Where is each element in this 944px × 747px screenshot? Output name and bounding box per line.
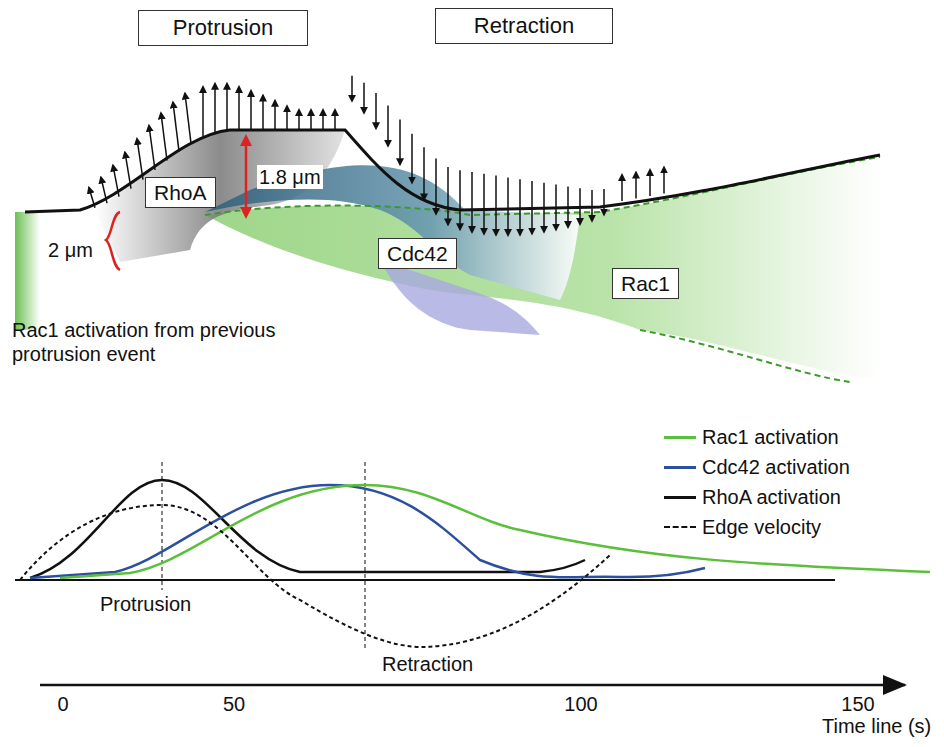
- velocity-arrow: [663, 167, 665, 193]
- velocity-arrow: [202, 87, 204, 137]
- velocity-arrow: [89, 188, 95, 208]
- note-label: Retraction: [382, 652, 473, 676]
- box-text: Rac1: [621, 271, 670, 296]
- velocity-arrow: [113, 166, 119, 197]
- tick-label: 100: [564, 692, 597, 716]
- dimension-label: 2 μm: [46, 238, 95, 262]
- velocity-arrow: [310, 110, 312, 130]
- velocity-arrow: [399, 120, 401, 165]
- velocity-arrow: [262, 96, 264, 130]
- velocity-arrow: [507, 177, 509, 235]
- velocity-arrow: [250, 91, 252, 130]
- velocity-arrow: [423, 147, 425, 199]
- velocity-arrow: [495, 176, 497, 235]
- velocity-arrow: [387, 106, 389, 146]
- box-text: RhoA: [154, 180, 207, 205]
- gtpase-box: RhoA: [145, 177, 216, 208]
- velocity-arrow: [351, 76, 353, 101]
- velocity-arrow: [375, 93, 377, 128]
- box-text: Protrusion: [151, 15, 295, 41]
- note-label: Rac1 activation from previous protrusion…: [12, 318, 342, 366]
- tick-label: 0: [57, 692, 68, 716]
- tick-label: 150: [841, 692, 874, 716]
- velocity-arrow: [483, 174, 485, 234]
- velocity-arrow: [447, 167, 449, 225]
- legend-line: [664, 466, 696, 469]
- legend-line: [664, 526, 696, 528]
- dimension-label: 1.8 μm: [257, 165, 323, 189]
- gtpase-box: Cdc42: [378, 238, 457, 269]
- velocity-arrow: [531, 181, 533, 234]
- velocity-arrow: [125, 152, 131, 188]
- velocity-arrow: [274, 101, 276, 130]
- velocity-arrow: [173, 102, 179, 151]
- velocity-arrow: [161, 113, 167, 160]
- legend-text: Edge velocity: [702, 515, 821, 539]
- velocity-arrow: [137, 139, 143, 180]
- velocity-arrow: [579, 188, 581, 224]
- velocity-arrow: [519, 179, 521, 234]
- velocity-arrow: [286, 106, 288, 130]
- velocity-arrow: [543, 183, 545, 232]
- note-label: Time line (s): [822, 714, 931, 738]
- note-label: Protrusion: [100, 592, 191, 616]
- velocity-arrow: [322, 110, 324, 130]
- velocity-arrow: [101, 178, 107, 204]
- velocity-arrow: [621, 175, 623, 201]
- box-text: Cdc42: [387, 241, 448, 266]
- velocity-arrow: [363, 83, 365, 113]
- velocity-arrow: [149, 126, 155, 170]
- phase-box: Protrusion: [138, 10, 308, 46]
- velocity-arrow: [435, 159, 437, 214]
- velocity-arrow: [411, 134, 413, 183]
- phase-box: Retraction: [435, 8, 613, 44]
- legend-text: Cdc42 activation: [702, 455, 850, 479]
- tick-label: 50: [223, 692, 245, 716]
- legend-text: Rac1 activation: [702, 425, 839, 449]
- velocity-arrow: [603, 189, 605, 214]
- velocity-arrow: [226, 84, 228, 130]
- legend-line: [664, 436, 696, 439]
- velocity-arrow: [635, 173, 637, 199]
- legend-text: RhoA activation: [702, 485, 841, 509]
- legend-line: [664, 496, 696, 499]
- velocity-arrow: [334, 110, 336, 130]
- gtpase-box: Rac1: [612, 268, 679, 299]
- velocity-arrow: [649, 170, 651, 196]
- velocity-arrow: [238, 87, 240, 130]
- velocity-arrow: [214, 84, 216, 133]
- velocity-arrow: [185, 93, 191, 143]
- velocity-arrow: [298, 110, 300, 130]
- velocity-arrow: [591, 190, 593, 221]
- velocity-arrow: [471, 172, 473, 232]
- box-text: Retraction: [448, 13, 600, 39]
- velocity-arrow: [459, 170, 461, 229]
- velocity-arrow: [567, 186, 569, 227]
- velocity-arrow: [555, 185, 557, 230]
